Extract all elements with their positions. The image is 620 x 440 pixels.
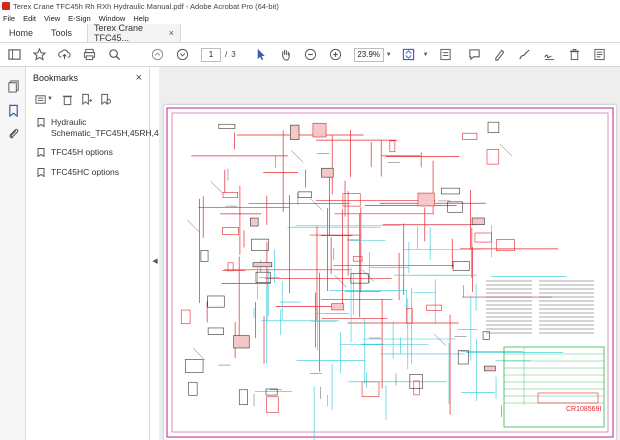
hydraulic-schematic-drawing: CR108569I [166,107,614,440]
title-bar: Terex Crane TFC45h Rh RXh Hydraulic Manu… [0,0,620,12]
close-icon[interactable]: × [168,28,175,38]
bookmark-label: TFC45H options [51,147,113,157]
close-icon[interactable]: × [135,72,142,84]
bookmark-icon [37,167,45,177]
previous-page-icon[interactable] [151,48,164,61]
page-separator: / [225,50,228,59]
acrobat-app-icon [2,2,10,10]
page-number-input[interactable]: 1 [201,47,221,62]
menu-help[interactable]: Help [133,13,149,23]
total-pages: 3 [231,50,236,59]
upload-cloud-icon[interactable] [58,48,71,61]
menu-window[interactable]: Window [98,13,126,23]
bookmark-item-hydraulic-schematic[interactable]: Hydraulic Schematic_TFC45H,45RH,45RXH_CR… [26,115,229,140]
collapse-panel-chevron-icon[interactable]: ◀ [152,258,158,265]
bookmarks-panel: Bookmarks × ▼ Hydraulic Schematic_TFC45H… [26,67,229,440]
scroll-mode-icon[interactable] [439,48,452,61]
bookmark-list: Hydraulic Schematic_TFC45H,45RH,45RXH_CR… [26,109,229,180]
tab-document-label: Terex Crane TFC45... [94,23,144,43]
bookmark-panel-icon[interactable] [6,103,20,117]
bookmark-icon [37,118,45,127]
hand-tool-icon[interactable] [279,48,292,61]
drawing-number: CR108569I [566,406,601,413]
fit-page-icon[interactable] [402,48,415,61]
delete-bookmark-icon[interactable] [61,93,74,106]
bookmark-label: Hydraulic Schematic_TFC45H,45RH,45RXH_CR… [51,117,229,138]
print-icon[interactable] [83,48,96,61]
draw-icon[interactable] [518,48,531,61]
zoom-level-input[interactable]: 23.9% [353,47,384,62]
tab-document[interactable]: Terex Crane TFC45... × [87,23,182,43]
menu-view[interactable]: View [44,13,61,23]
menu-edit[interactable]: Edit [23,13,37,23]
pdf-page[interactable]: CR108569I [164,105,616,440]
page-thumbnails-panel-icon[interactable] [6,79,20,93]
tab-bar: Home Tools Terex Crane TFC45... × [0,23,620,43]
main-toolbar: 1 / 3 23.9% ▼ ▼ [0,43,620,67]
menu-bar: File Edit View E-Sign Window Help [0,12,620,24]
tab-tools[interactable]: Tools [51,28,73,38]
zoom-dropdown-chevron-icon[interactable]: ▼ [385,51,392,58]
bookmarks-header: Bookmarks × [26,67,149,89]
next-page-icon[interactable] [176,48,189,61]
bookmark-icon [37,148,45,157]
zoom-in-icon[interactable] [329,48,342,61]
tab-home[interactable]: Home [9,28,34,38]
highlight-pen-icon[interactable] [493,48,506,61]
attachment-icon[interactable] [6,126,20,140]
page-thumbnails-icon[interactable] [8,48,21,61]
comment-icon[interactable] [468,48,481,61]
bookmarks-toolbar: ▼ [26,89,149,109]
zoom-out-icon[interactable] [304,48,317,61]
menu-file[interactable]: File [3,13,16,23]
left-nav-rail [0,67,26,440]
options-menu-icon[interactable] [35,93,48,106]
search-icon[interactable] [108,48,121,61]
new-bookmark-icon[interactable] [80,93,93,106]
window-title: Terex Crane TFC45h Rh RXh Hydraulic Manu… [13,1,279,11]
bookmark-label: TFC45HC options [51,166,120,177]
options-chevron-icon[interactable]: ▼ [47,96,53,102]
select-cursor-icon[interactable] [254,48,267,61]
bookmarks-title: Bookmarks [33,73,79,83]
bookmark-item-tfc45h-options[interactable]: TFC45H options [26,145,149,160]
fill-sign-icon[interactable] [543,48,556,61]
menu-esign[interactable]: E-Sign [68,13,91,23]
delete-icon[interactable] [568,48,581,61]
find-bookmark-icon[interactable] [99,93,112,106]
more-tools-icon[interactable] [593,48,606,61]
document-viewer[interactable]: CR108569I [159,67,620,440]
fit-dropdown-chevron-icon[interactable]: ▼ [422,51,429,58]
bookmark-item-tfc45hc-options[interactable]: TFC45HC options [26,165,149,180]
star-icon[interactable] [33,48,46,61]
